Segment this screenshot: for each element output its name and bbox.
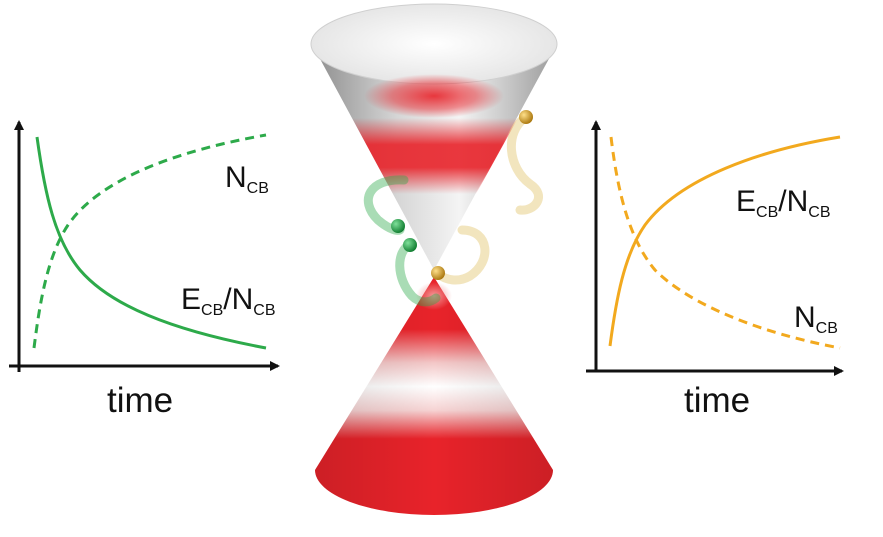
right-ncb-label: NCB — [794, 301, 838, 337]
left-plot: time NCB ECB/NCB — [9, 120, 280, 420]
right-x-label: time — [684, 381, 750, 420]
upper-cone — [310, 3, 558, 270]
right-number-curve — [609, 136, 841, 350]
gold-electron-2 — [431, 266, 445, 280]
dirac-cones — [310, 3, 558, 515]
right-energy-curve — [608, 135, 841, 347]
right-ecb-ncb-label: ECB/NCB — [736, 185, 831, 221]
left-number-curve — [32, 133, 267, 349]
left-ecb-ncb-label: ECB/NCB — [181, 283, 276, 319]
left-x-label: time — [107, 381, 173, 420]
green-electron-1 — [391, 219, 405, 233]
lower-cone — [315, 277, 553, 515]
left-ncb-label: NCB — [225, 161, 269, 197]
right-plot: time ECB/NCB NCB — [586, 120, 844, 420]
gold-electron-path — [433, 112, 543, 285]
left-energy-curve — [35, 136, 267, 350]
green-electron-2 — [403, 238, 417, 252]
gold-electron-1 — [519, 110, 533, 124]
